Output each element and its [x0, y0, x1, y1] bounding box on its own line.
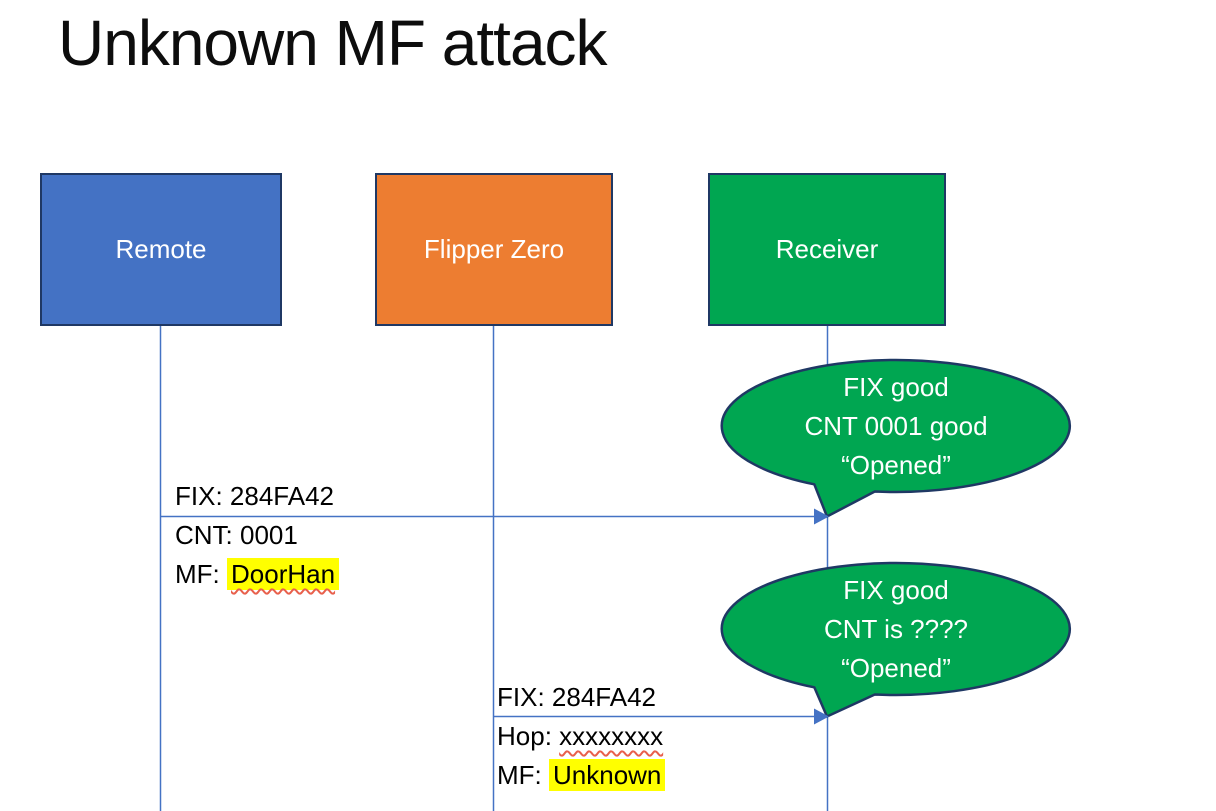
message-2-hop-label: Hop: [497, 721, 560, 751]
message-1-cnt: CNT: 0001 [175, 520, 298, 550]
callout-1-line-opened: “Opened” [841, 450, 951, 480]
callout-1-line-cnt: CNT 0001 good [804, 411, 988, 441]
actor-box-flipper-zero: Flipper Zero [375, 173, 613, 326]
message-1-mf-value-highlight: DoorHan [227, 558, 340, 590]
actor-box-receiver: Receiver [708, 173, 946, 326]
page-title: Unknown MF attack [58, 7, 608, 79]
callout-2-line-cnt: CNT is ???? [823, 614, 969, 644]
message-2-text: FIX: 284FA42 Hop: xxxxxxxx MF: Unknown [497, 678, 666, 795]
message-1-text: FIX: 284FA42 CNT: 0001 MF: DoorHan [175, 477, 340, 594]
callout-1-text: FIX good CNT 0001 good “Opened” [729, 368, 1063, 485]
actor-label-flipper-zero: Flipper Zero [423, 234, 565, 264]
message-arrow-2-head [814, 708, 829, 725]
message-2-mf: MF: Unknown [497, 756, 666, 795]
callout-bubble-2 [720, 561, 1072, 718]
message-2-hop: Hop: xxxxxxxx [497, 717, 665, 756]
callout-2-line-opened: “Opened” [841, 653, 951, 683]
callout-bubble-1 [720, 358, 1072, 518]
message-arrow-1-head [814, 508, 829, 525]
actor-label-remote: Remote [115, 234, 207, 264]
message-2-mf-label: MF: [497, 760, 549, 790]
actor-label-receiver: Receiver [775, 234, 879, 264]
message-1-fix: FIX: 284FA42 [175, 481, 334, 511]
message-2-mf-value-highlight: Unknown [549, 759, 666, 791]
actor-box-remote: Remote [40, 173, 282, 326]
message-1-mf: MF: DoorHan [175, 555, 340, 594]
callout-2-line-fix: FIX good [843, 575, 949, 605]
callout-1-line-fix: FIX good [843, 372, 949, 402]
callout-2-text: FIX good CNT is ???? “Opened” [729, 571, 1063, 688]
message-2-hop-value: xxxxxxxx [559, 721, 664, 751]
message-2-fix: FIX: 284FA42 [497, 682, 656, 712]
message-1-mf-label: MF: [175, 559, 227, 589]
